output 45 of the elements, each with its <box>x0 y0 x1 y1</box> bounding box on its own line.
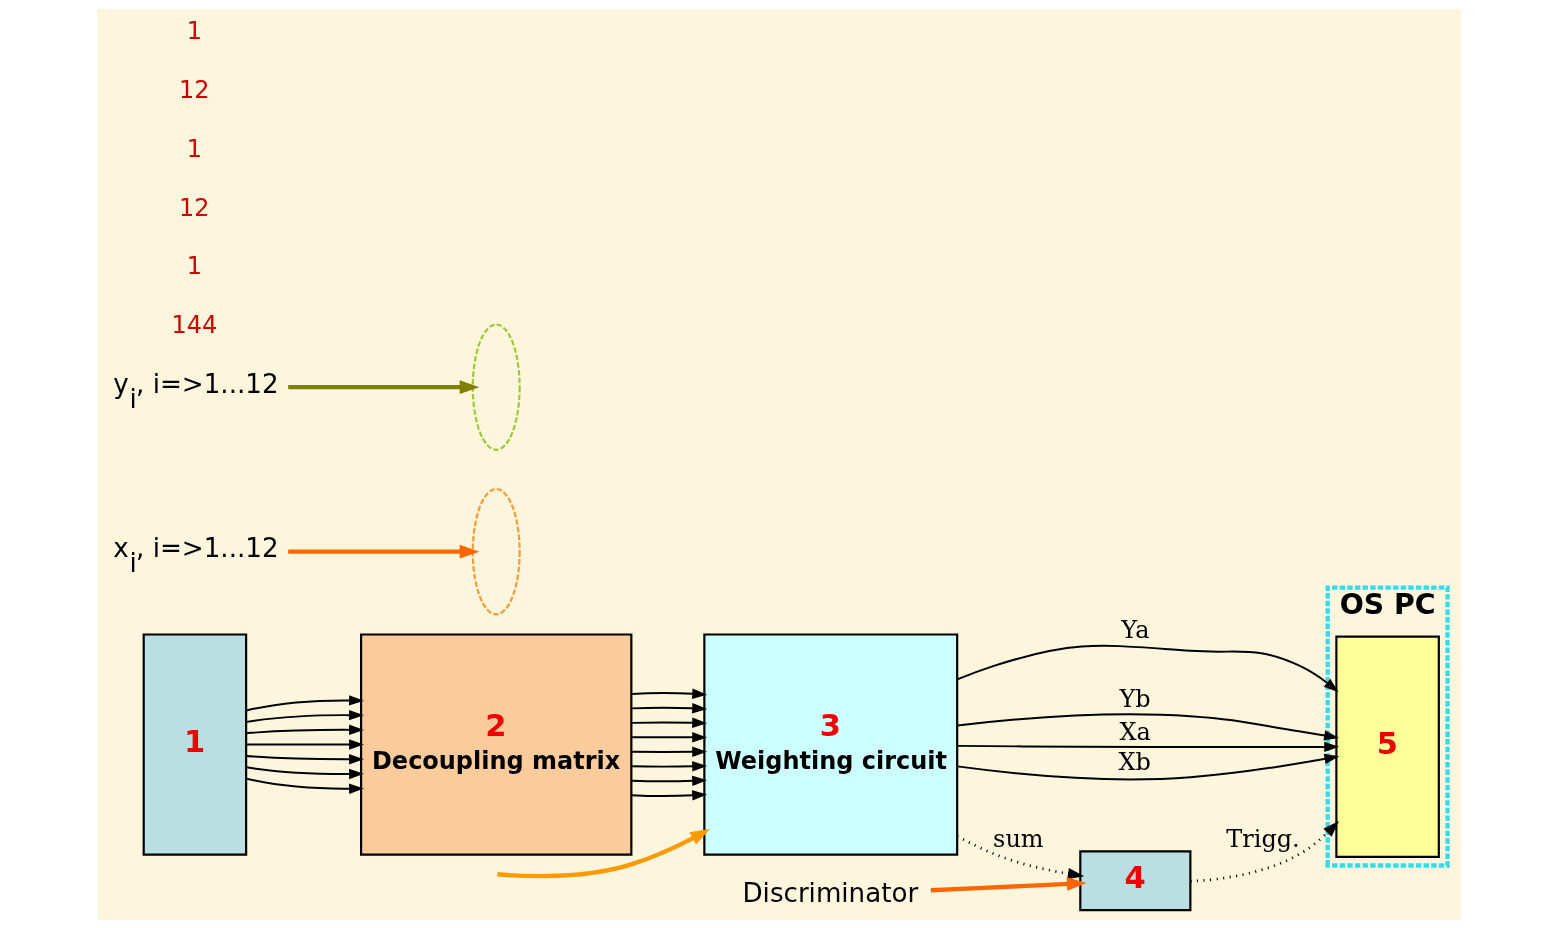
arrow <box>630 746 707 757</box>
arrow <box>244 765 364 779</box>
edge-label: Xb <box>1117 747 1151 776</box>
node-box: 5 <box>1334 635 1440 858</box>
arrow <box>630 731 707 742</box>
arrow <box>287 379 479 394</box>
arrow <box>955 644 1339 692</box>
edge-label: Yb <box>1119 684 1151 713</box>
arrow <box>287 544 479 559</box>
arrow <box>630 789 707 801</box>
arrow <box>630 702 707 713</box>
label: 1 <box>186 251 202 280</box>
node-box: 3 Weighting circuit <box>702 632 958 856</box>
edge-label: sum <box>992 824 1044 853</box>
arrow <box>244 777 364 794</box>
arrow <box>244 753 364 764</box>
arrow <box>930 876 1087 892</box>
arrow <box>956 753 1339 780</box>
arrow <box>244 694 364 711</box>
arrow <box>955 741 1339 752</box>
arrow <box>630 760 707 772</box>
node-box: 2 Decoupling matrix <box>359 632 632 856</box>
arrow <box>956 834 1084 879</box>
arrow <box>244 724 364 735</box>
arrow <box>630 717 707 728</box>
arrow <box>244 738 364 750</box>
arrow <box>630 688 707 699</box>
edge-label: Ya <box>1120 615 1149 644</box>
label: 1 <box>186 134 202 163</box>
label: 12 <box>178 193 210 222</box>
node-box: 1 <box>142 632 247 856</box>
arrow <box>1190 820 1339 883</box>
node-box: 4 <box>1078 849 1191 911</box>
arrow <box>956 712 1339 741</box>
label: 12 <box>178 75 210 104</box>
edge-label: Xa <box>1119 717 1151 746</box>
node-ellipse <box>471 322 521 451</box>
arrow <box>496 828 710 878</box>
arrow <box>630 775 707 786</box>
label: 1 <box>186 16 202 45</box>
node-text: Discriminator <box>741 877 918 908</box>
label: 144 <box>170 310 217 339</box>
arrow <box>244 709 364 723</box>
edge-label: Trigg. <box>1225 824 1300 853</box>
node-ellipse <box>471 487 521 615</box>
